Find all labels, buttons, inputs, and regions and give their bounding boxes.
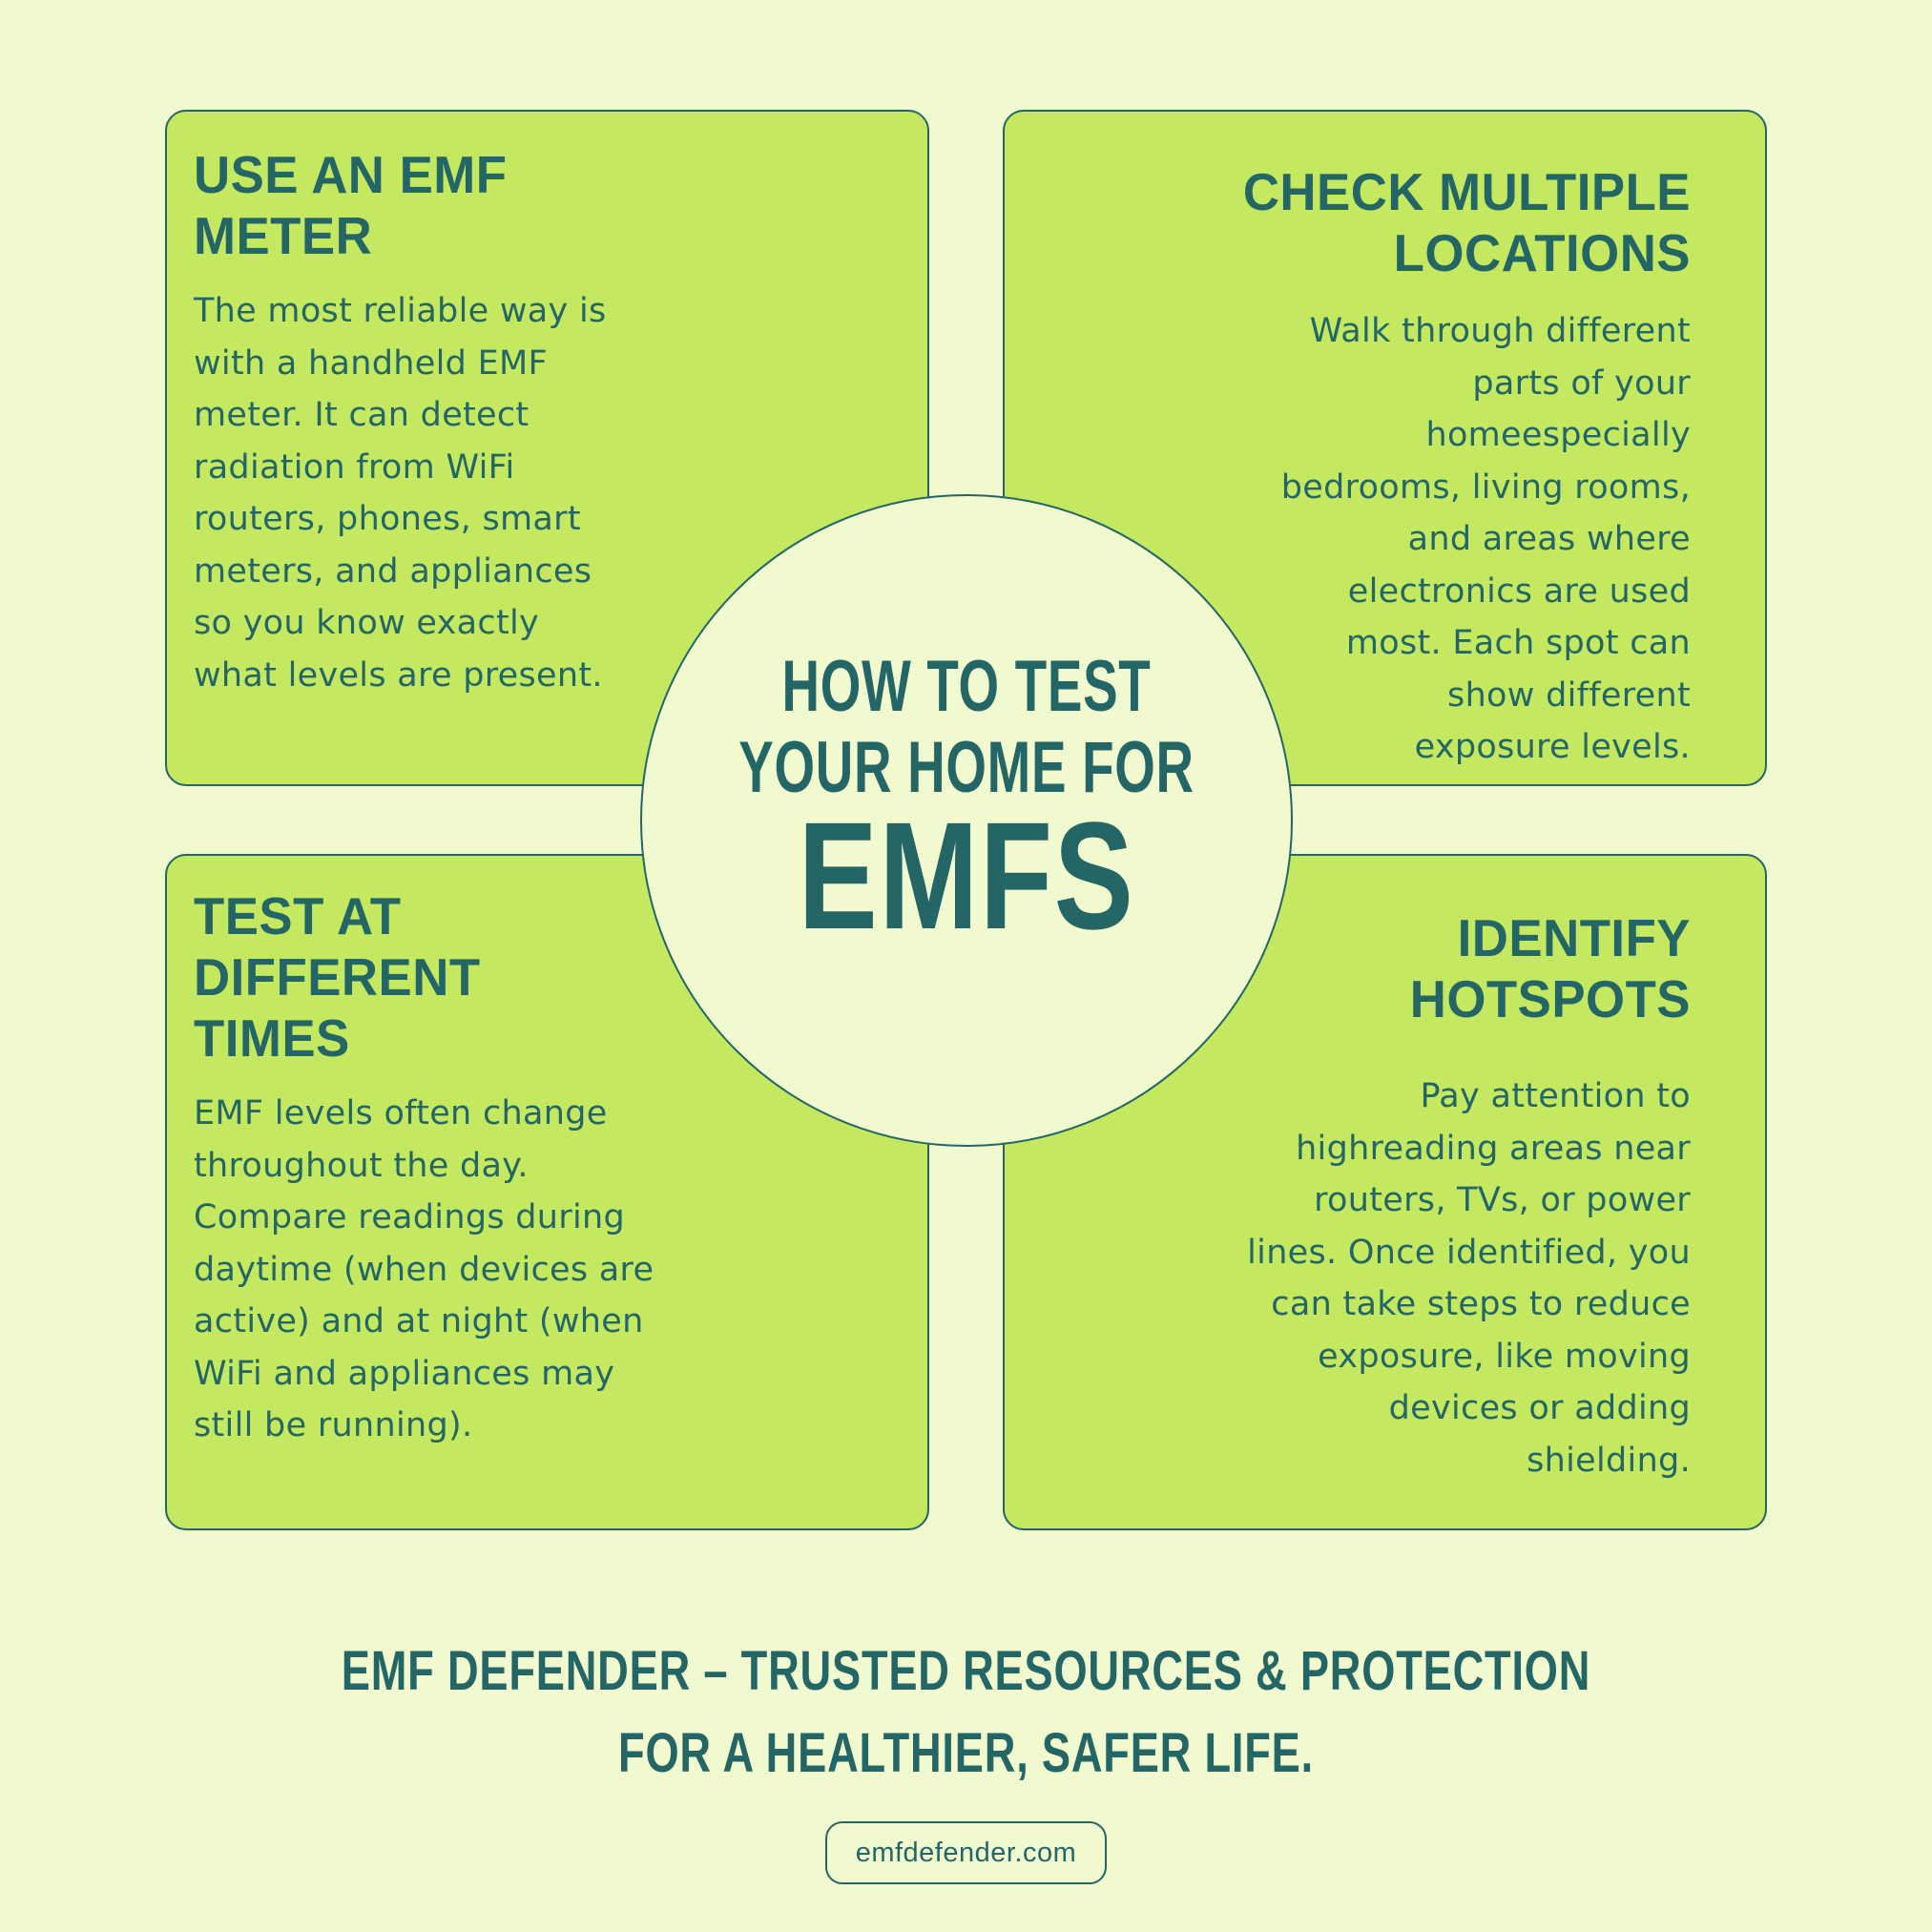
- footer-tagline-line-1: EMF DEFENDER – TRUSTED RESOURCES & PROTE…: [341, 1640, 1591, 1702]
- title-emphasis: EMFS: [798, 790, 1135, 961]
- card-body: EMF levels often change throughout the d…: [194, 1094, 654, 1444]
- card-body: Walk through different parts of your hom…: [1280, 312, 1691, 766]
- title-line-1: HOW TO TEST: [781, 646, 1152, 727]
- title-circle: HOW TO TEST YOUR HOME FOR EMFS: [640, 494, 1293, 1147]
- website-link[interactable]: emfdefender.com: [825, 1821, 1107, 1884]
- card-heading: IDENTIFY HOTSPOTS: [1409, 908, 1691, 1028]
- card-check-multiple-locations: CHECK MULTIPLE LOCATIONS Walk through di…: [1003, 110, 1767, 786]
- card-heading: USE AN EMF METER: [194, 145, 508, 265]
- card-heading: CHECK MULTIPLE LOCATIONS: [1242, 162, 1691, 282]
- card-heading: TEST AT DIFFERENT TIMES: [194, 886, 481, 1068]
- title-line-2: YOUR HOME FOR: [738, 727, 1195, 808]
- card-use-emf-meter: USE AN EMF METER The most reliable way i…: [165, 110, 929, 786]
- card-body: The most reliable way is with a handheld…: [194, 292, 607, 695]
- footer-tagline-line-2: FOR A HEALTHIER, SAFER LIFE.: [618, 1722, 1314, 1784]
- card-body: Pay attention to highreading areas near …: [1247, 1077, 1691, 1480]
